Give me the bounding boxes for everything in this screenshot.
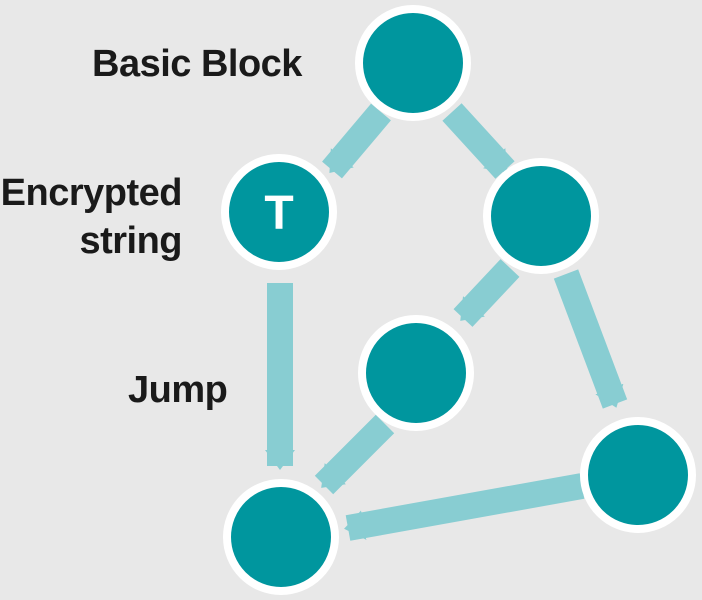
encrypted-string-label-line1: Encrypted bbox=[0, 172, 183, 214]
encrypted-string-label: Encrypted string bbox=[0, 169, 183, 265]
edge-top-to-encrypted bbox=[322, 103, 391, 179]
edge-top-to-right bbox=[442, 103, 515, 179]
encrypted-string-label-line2: string bbox=[79, 220, 182, 262]
edge-group bbox=[265, 103, 628, 541]
edge-middle-to-bottom bbox=[314, 414, 395, 495]
node-middle bbox=[358, 315, 474, 431]
basic-block-label: Basic Block bbox=[92, 43, 302, 85]
node-lower-right bbox=[580, 417, 696, 533]
edge-lower-right-to-bottom bbox=[344, 473, 585, 541]
node-encrypted-string bbox=[221, 154, 337, 270]
node-top bbox=[355, 5, 471, 121]
node-bottom bbox=[223, 479, 339, 595]
edge-right-to-middle bbox=[453, 259, 520, 327]
node-right bbox=[483, 158, 599, 274]
node-marker-text: T bbox=[264, 187, 293, 240]
jump-label: Jump bbox=[128, 369, 228, 411]
node-group: T bbox=[221, 5, 696, 595]
edge-right-to-lower-right bbox=[553, 269, 628, 409]
